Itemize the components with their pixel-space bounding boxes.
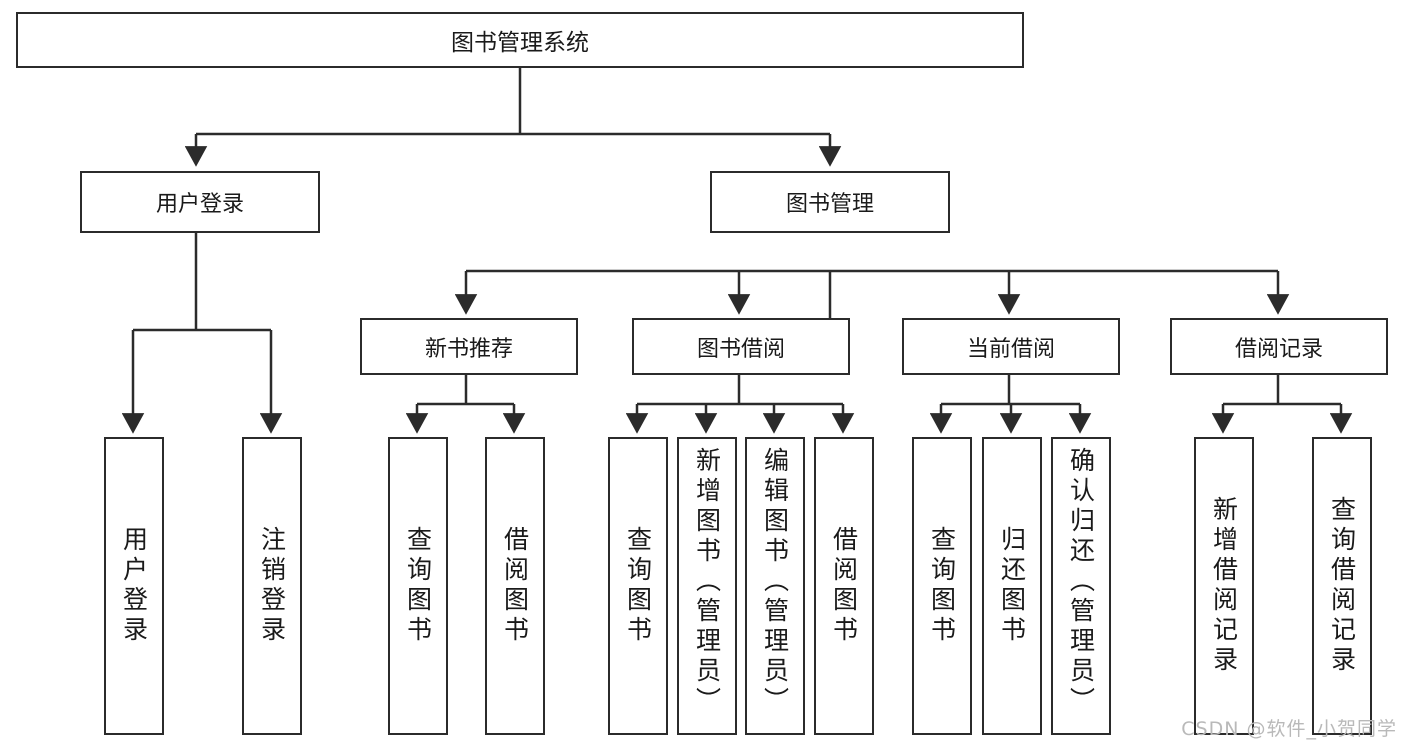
node-current-borrowing[interactable]: 当前借阅 (902, 318, 1120, 375)
leaf-query-books-current-label: 查询图书 (927, 526, 957, 646)
leaf-logout-label: 注销登录 (257, 526, 287, 646)
node-new-book-recommendation-label: 新书推荐 (424, 336, 513, 362)
node-book-management-label: 图书管理 (785, 192, 874, 217)
leaf-user-login-label: 用户登录 (119, 526, 149, 646)
leaf-query-books-recommend[interactable]: 查询图书 (388, 437, 448, 735)
node-borrowing-records-label: 借阅记录 (1234, 336, 1323, 362)
leaf-add-book-admin[interactable]: 新增图书（管理员） (677, 437, 737, 735)
node-root-label: 图书管理系统 (451, 30, 589, 56)
leaf-borrow-books-recommend-label: 借阅图书 (500, 526, 530, 646)
leaf-query-books-recommend-label: 查询图书 (403, 526, 433, 646)
leaf-query-books-borrow-label: 查询图书 (623, 526, 653, 646)
node-new-book-recommendation[interactable]: 新书推荐 (360, 318, 578, 375)
leaf-confirm-return-admin[interactable]: 确认归还（管理员） (1051, 437, 1111, 735)
leaf-add-borrow-record-label: 新增借阅记录 (1209, 496, 1239, 676)
watermark: CSDN @软件_小贺同学 (1181, 718, 1397, 740)
leaf-query-borrow-record[interactable]: 查询借阅记录 (1312, 437, 1372, 735)
leaf-return-books-label: 归还图书 (997, 526, 1027, 646)
leaf-query-books-current[interactable]: 查询图书 (912, 437, 972, 735)
leaf-user-login[interactable]: 用户登录 (104, 437, 164, 735)
leaf-add-borrow-record[interactable]: 新增借阅记录 (1194, 437, 1254, 735)
node-book-borrowing[interactable]: 图书借阅 (632, 318, 850, 375)
node-user-login-label: 用户登录 (155, 192, 244, 217)
node-borrowing-records[interactable]: 借阅记录 (1170, 318, 1388, 375)
leaf-edit-book-admin-label: 编辑图书（管理员） (760, 447, 790, 717)
leaf-query-borrow-record-label: 查询借阅记录 (1327, 496, 1357, 676)
node-book-management[interactable]: 图书管理 (710, 171, 950, 233)
leaf-borrow-books[interactable]: 借阅图书 (814, 437, 874, 735)
node-book-borrowing-label: 图书借阅 (696, 336, 785, 362)
leaf-query-books-borrow[interactable]: 查询图书 (608, 437, 668, 735)
leaf-edit-book-admin[interactable]: 编辑图书（管理员） (745, 437, 805, 735)
leaf-confirm-return-admin-label: 确认归还（管理员） (1066, 447, 1096, 717)
leaf-logout[interactable]: 注销登录 (242, 437, 302, 735)
leaf-borrow-books-label: 借阅图书 (829, 526, 859, 646)
node-root[interactable]: 图书管理系统 (16, 12, 1024, 68)
leaf-borrow-books-recommend[interactable]: 借阅图书 (485, 437, 545, 735)
node-current-borrowing-label: 当前借阅 (966, 336, 1055, 362)
node-user-login[interactable]: 用户登录 (80, 171, 320, 233)
leaf-add-book-admin-label: 新增图书（管理员） (692, 447, 722, 717)
leaf-return-books[interactable]: 归还图书 (982, 437, 1042, 735)
